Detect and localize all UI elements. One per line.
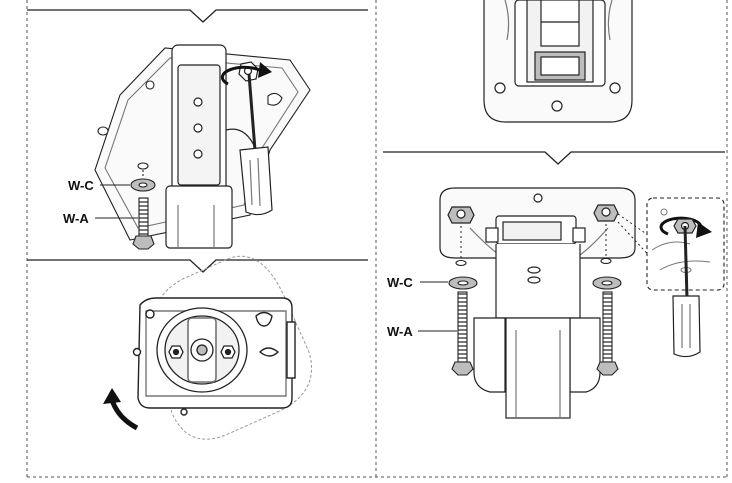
panel-step-1: W-C W-A [63,44,311,250]
mount-bracket [165,44,257,249]
bolt-w-a-right [596,291,619,376]
label-w-c: W-C [68,178,94,193]
nut-right [593,204,619,222]
inset-rotate-icon [659,216,712,238]
nut-left [447,206,475,224]
washer-w-c [130,162,156,192]
label-w-a: W-A [63,211,89,226]
rotate-clockwise-icon [220,62,272,86]
rotated-plate-ghost [153,255,313,440]
callout-w-c-right: W-C [387,275,448,290]
bolt-w-a [132,197,155,250]
washer-w-c-left [448,259,478,290]
step-divider-middle [27,259,368,273]
callout-w-a: W-A [63,211,138,226]
bracket-top-view [483,0,633,123]
screwdriver [239,73,273,216]
label-w-c-right: W-C [387,275,413,290]
bracket-arm [473,215,601,419]
label-w-a-right: W-A [387,324,413,339]
panel-step-4: W-C W-A [387,187,725,419]
callout-w-c: W-C [68,178,130,193]
inset-screwdriver [672,225,701,358]
panel-step-2 [103,255,313,440]
center-rotator [156,307,248,393]
step-divider-top [27,9,368,23]
washer-w-c-right [592,257,622,290]
step-divider-right [383,151,725,165]
panel-step-3 [483,0,633,123]
bolt-w-a-left [451,291,474,376]
callout-w-a-right: W-A [387,324,457,339]
rotate-arrow-icon [103,388,139,431]
panel-frames [26,0,728,478]
